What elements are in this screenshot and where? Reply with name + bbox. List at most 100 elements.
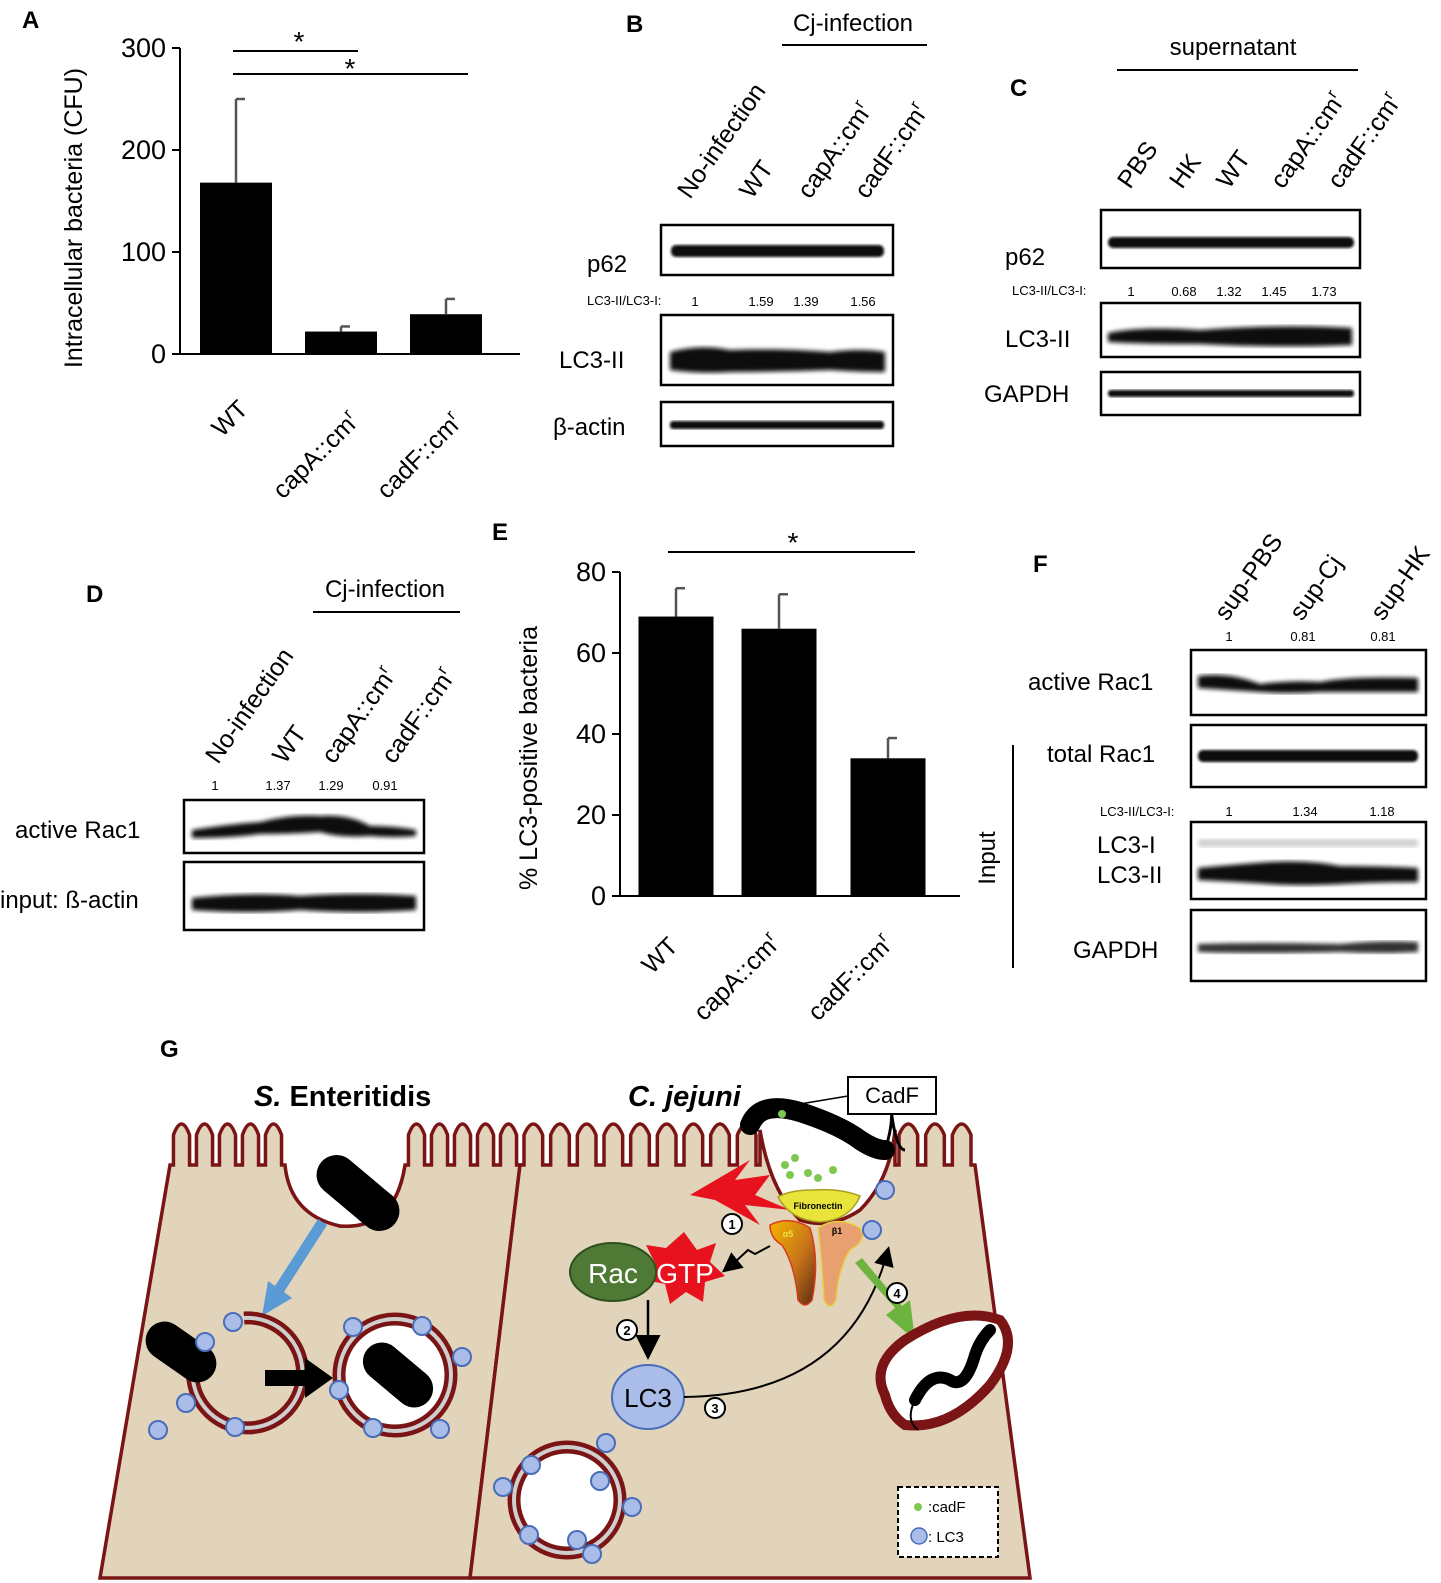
lc3-dot [343, 1317, 363, 1337]
c-ratios-3: 1.32 [1216, 284, 1241, 299]
c-ratios-2: 0.68 [1171, 284, 1196, 299]
panel-a: A Intracellular bacteria (CFU) 010020030… [22, 7, 520, 504]
panel-c-blot-label-gapdh: GAPDH [984, 381, 1069, 408]
legend-lc3-dot [910, 1527, 928, 1545]
f-lc3-ratios-3: 1.18 [1369, 804, 1394, 819]
alpha5-label: α5 [783, 1229, 794, 1239]
f-lane-1: sup-PBS [1209, 529, 1289, 626]
lc3-dot [521, 1455, 541, 1475]
g-right-title: C. jejuni [628, 1081, 742, 1113]
d-ratios-2: 1.37 [265, 778, 290, 793]
lc3-label: LC3 [624, 1383, 672, 1413]
lc3-dot [363, 1418, 383, 1438]
g-legend-box [897, 1486, 999, 1558]
panel-b-ratio-label: LC3-II/LC3-I: [587, 293, 661, 308]
panel-b-blot-label-lc3: LC3-II [559, 347, 624, 374]
e-bar-1 [638, 616, 714, 896]
b-lanes-2: WT [734, 156, 779, 204]
e-category-3: cadF::cmr [801, 928, 899, 1026]
panel-f-blot-lc3 [1189, 820, 1428, 901]
e-ytick-label: 0 [591, 881, 606, 911]
panel-f-blot-label-lc3-ii: LC3-II [1097, 862, 1162, 889]
panel-f-blot-label-total-rac1: total Rac1 [1047, 741, 1155, 768]
c-lanes-3: WT [1211, 146, 1256, 194]
lc3-dot [567, 1530, 587, 1550]
signal-lightning [690, 1160, 790, 1225]
panel-letter-b: B [626, 11, 643, 38]
fibronectin-label: Fibronectin [794, 1201, 843, 1211]
cadf-dot [781, 1161, 789, 1169]
cadf-pointer [799, 1095, 849, 1105]
lc3-dot [582, 1544, 602, 1564]
panel-e-sig-star: * [788, 527, 799, 558]
panel-f-blot-label-active-rac1: active Rac1 [1028, 669, 1153, 696]
fibronectin [777, 1188, 861, 1223]
cadf-dot [814, 1174, 822, 1182]
panel-f-blot-label-gapdh: GAPDH [1073, 937, 1158, 964]
blue-arrow [262, 1219, 327, 1316]
panel-b-blot-label-p62: p62 [587, 251, 627, 278]
d-ratios-3: 1.29 [318, 778, 343, 793]
a-ytick-label: 200 [121, 135, 166, 165]
a-bar-1 [200, 182, 272, 354]
step-3: 3 [711, 1401, 718, 1416]
lc3-dot [430, 1419, 450, 1439]
gtp-label: GTP [656, 1258, 714, 1289]
panel-f-input-label: Input [974, 831, 1001, 885]
panel-g: G S. Enteritidis C. jejuni [97, 1036, 1032, 1580]
panel-f-blot-label-lc3-i: LC3-I [1097, 832, 1156, 859]
panel-letter-d: D [86, 581, 103, 608]
legend-cadf-dot [914, 1503, 922, 1511]
black-arrow [265, 1358, 333, 1398]
g-left-title: S. Enteritidis [254, 1081, 431, 1113]
b-ratios-2: 1.59 [748, 294, 773, 309]
panel-d-blot-label-actin: input: ß-actin [0, 887, 139, 914]
f-lane-2: sup-Cj [1284, 550, 1348, 625]
panel-d-group-label: Cj-infection [325, 576, 445, 603]
green-arrow [855, 1258, 915, 1340]
salmonella-bacterium [316, 1155, 400, 1231]
a-ytick-label: 300 [121, 33, 166, 63]
e-ytick-label: 60 [576, 638, 606, 668]
lc3-dot [493, 1477, 513, 1497]
salmonella-in-phagophore [145, 1321, 217, 1383]
e-category-1: WT [636, 932, 683, 979]
c-lanes-1: PBS [1112, 136, 1164, 193]
step-2: 2 [623, 1323, 630, 1338]
lc3-dot [223, 1312, 243, 1332]
lc3-dot [452, 1347, 472, 1367]
f-lane-3: sup-HK [1365, 541, 1436, 626]
integrin-beta1 [817, 1220, 864, 1307]
e-bar-2 [741, 628, 817, 896]
c-ratios-5: 1.73 [1311, 284, 1336, 299]
a-bar-3 [410, 314, 482, 354]
f-rac-ratios-2: 0.81 [1290, 629, 1315, 644]
beta1-label: β1 [832, 1226, 843, 1236]
panel-d-blot-label-rac1: active Rac1 [15, 817, 140, 844]
panel-letter-a: A [22, 7, 39, 34]
panel-b-blot-label-actin: β-actin [553, 414, 626, 441]
lc3-dot [195, 1332, 215, 1352]
lc3-dot [590, 1471, 610, 1491]
c-lanes-2: HK [1164, 149, 1207, 194]
lc3-dot [176, 1393, 196, 1413]
lc3-dot [875, 1180, 895, 1200]
legend-lc3-label: : LC3 [928, 1529, 964, 1546]
a-ytick-label: 0 [151, 339, 166, 369]
step-1: 1 [728, 1217, 735, 1232]
panel-c-blot-label-lc3: LC3-II [1005, 326, 1070, 353]
panel-b-group-label: Cj-infection [793, 10, 913, 37]
c-ratios-1: 1 [1127, 284, 1134, 299]
lc3-dot [862, 1220, 882, 1240]
e-ytick-label: 20 [576, 800, 606, 830]
d-ratios-1: 1 [211, 778, 218, 793]
step-4: 4 [893, 1286, 901, 1301]
cadf-dot [804, 1169, 812, 1177]
panel-e-ylabel: % LC3-positive bacteria [515, 626, 543, 890]
panel-a-ylabel: Intracellular bacteria (CFU) [60, 68, 88, 368]
e-ytick-label: 40 [576, 719, 606, 749]
